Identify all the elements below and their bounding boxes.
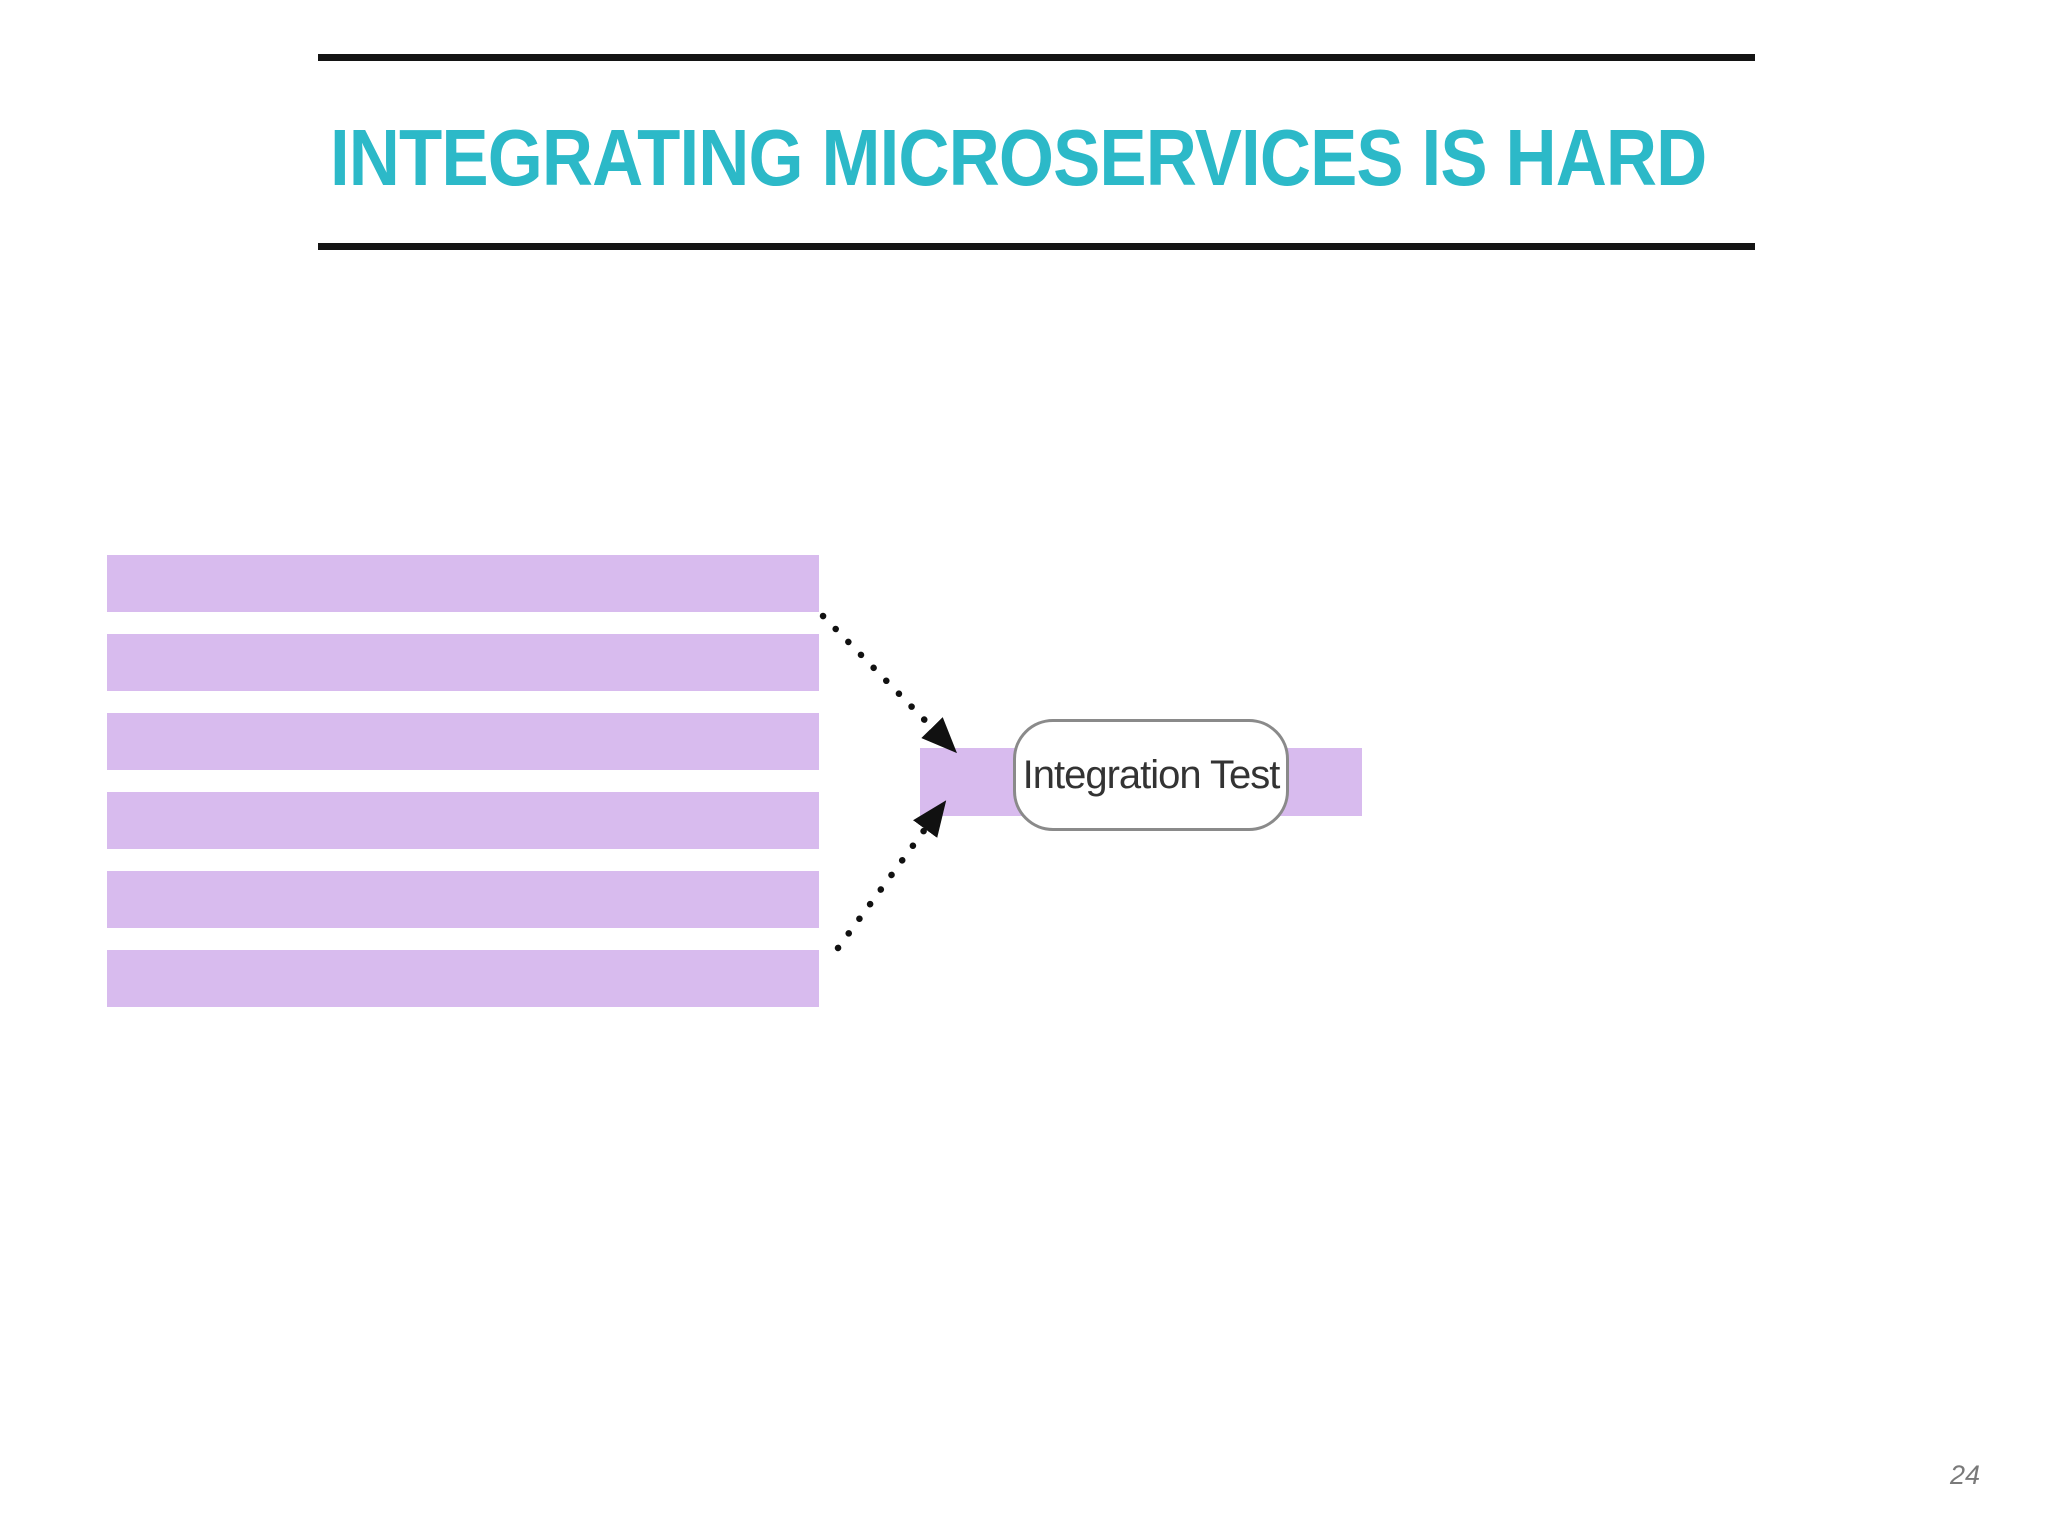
microservice-bar (107, 713, 819, 770)
microservice-bar (107, 634, 819, 691)
dotted-arrow-top (819, 612, 957, 754)
microservice-bar (107, 871, 819, 928)
microservice-bar (107, 792, 819, 849)
microservice-bar (107, 555, 819, 612)
dotted-arrow-bottom (834, 800, 947, 952)
microservices-stack (107, 555, 819, 1029)
integration-test-box: Integration Test (1013, 719, 1289, 831)
integration-test-label: Integration Test (1022, 752, 1281, 797)
slide-title: INTEGRATING MICROSERVICES IS HARD (330, 113, 1707, 202)
page-number: 24 (1950, 1460, 1981, 1490)
microservice-bar (107, 950, 819, 1007)
title-top-rule (318, 54, 1755, 61)
title-bottom-rule (318, 243, 1755, 250)
